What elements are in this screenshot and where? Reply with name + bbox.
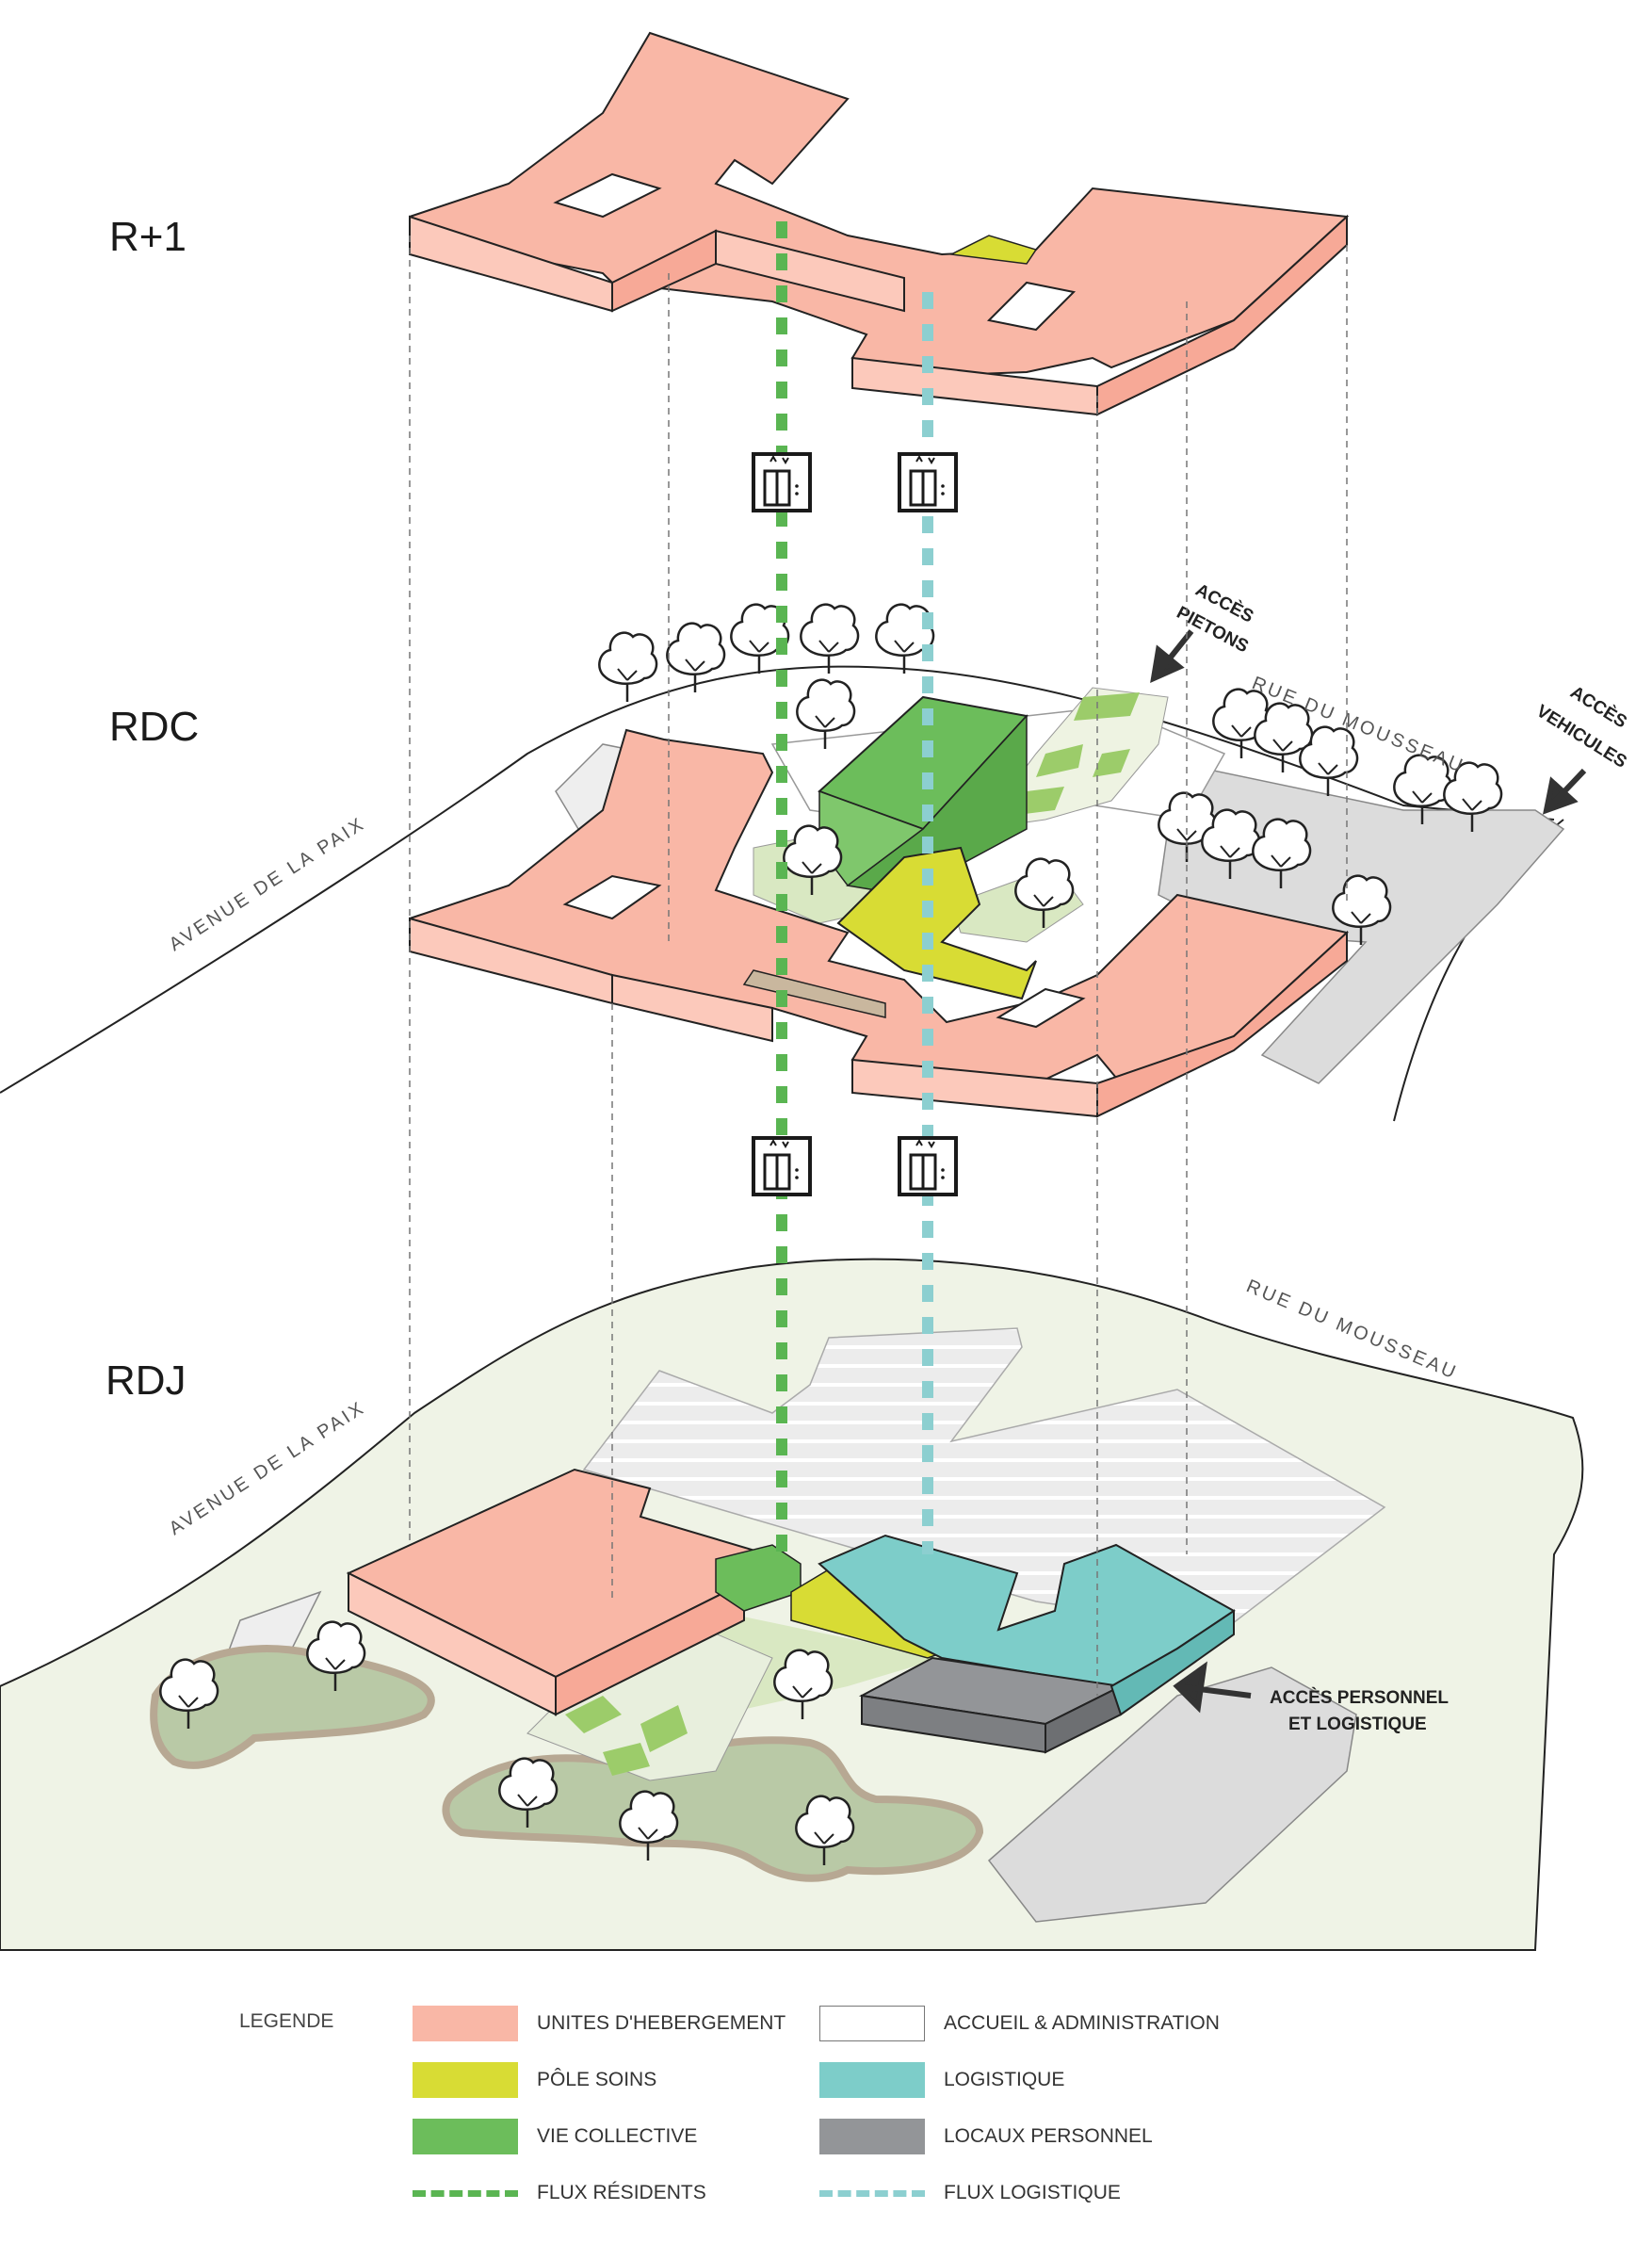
r1-level	[409, 31, 1350, 416]
r1-hebergement-top	[409, 31, 1350, 377]
rdj-logistique-top	[818, 1534, 1236, 1688]
legend-label: VIE COLLECTIVE	[537, 2125, 698, 2147]
legend-item: LOCAUX PERSONNEL	[819, 2118, 1153, 2155]
vertical-guides	[409, 236, 1348, 1696]
legend-item: PÔLE SOINS	[413, 2061, 656, 2099]
rdc-level: ACCÈS PIETONS ACCÈS VEHICULES RUE DU MOU…	[0, 579, 1630, 1122]
legend-label: UNITES D'HEBERGEMENT	[537, 2012, 786, 2034]
legend-label: PÔLE SOINS	[537, 2069, 657, 2090]
tree-icon	[666, 622, 726, 694]
legend-item: LOGISTIQUE	[819, 2061, 1064, 2099]
level-label-rdc: RDC	[109, 704, 199, 750]
legend-swatch	[413, 2119, 518, 2154]
legend-item: FLUX LOGISTIQUE	[819, 2174, 1121, 2212]
elevator-icon	[752, 1136, 812, 1196]
legend-dash-swatch	[413, 2175, 518, 2211]
legend-item: UNITES D'HEBERGEMENT	[413, 2005, 786, 2042]
legend-swatch	[819, 2119, 925, 2154]
legend-swatch	[819, 2062, 925, 2098]
legend-swatch	[819, 2006, 925, 2041]
elevator-icon	[752, 452, 812, 512]
tree-icon	[800, 603, 860, 675]
legend-item: FLUX RÉSIDENTS	[413, 2174, 706, 2212]
rdc-road-line	[0, 665, 1555, 1094]
arrow-icon	[1173, 1661, 1252, 1714]
rdj-level: ACCÈS PERSONNEL ET LOGISTIQUE RUE DU MOU…	[0, 1258, 1584, 1951]
arrow-icon	[1543, 768, 1587, 815]
elevator-icon	[898, 452, 958, 512]
legend-label: FLUX RÉSIDENTS	[537, 2182, 706, 2203]
rdj-garden-left	[150, 1645, 435, 1769]
legend-title: LEGENDE	[239, 2010, 334, 2032]
legend-item: VIE COLLECTIVE	[413, 2118, 697, 2155]
elevator-icon	[898, 1136, 958, 1196]
access-personnel-label-2: ET LOGISTIQUE	[1288, 1715, 1427, 1734]
legend-dash-swatch	[819, 2175, 925, 2211]
legend-swatch	[413, 2006, 518, 2041]
legend-label: FLUX LOGISTIQUE	[944, 2182, 1121, 2203]
legend: LEGENDE UNITES D'HEBERGEMENT ACCUEIL & AD…	[0, 1997, 1652, 2233]
level-label-rdj: RDJ	[105, 1357, 186, 1404]
legend-item: ACCUEIL & ADMINISTRATION	[819, 2005, 1220, 2042]
level-label-r1: R+1	[109, 214, 186, 260]
tree-icon	[598, 631, 658, 704]
legend-swatch	[413, 2062, 518, 2098]
legend-label: LOCAUX PERSONNEL	[944, 2125, 1153, 2147]
rdc-street-avenue: AVENUE DE LA PAIX	[166, 813, 369, 955]
legend-label: LOGISTIQUE	[944, 2069, 1065, 2090]
legend-label: ACCUEIL & ADMINISTRATION	[944, 2012, 1220, 2034]
rdj-hatched-footprint	[582, 1327, 1386, 1631]
arrow-icon	[1150, 629, 1194, 684]
access-personnel-label-1: ACCÈS PERSONNEL	[1270, 1687, 1449, 1708]
exploded-axonometric-diagram: ACCÈS PERSONNEL ET LOGISTIQUE RUE DU MOU…	[0, 31, 1630, 1951]
